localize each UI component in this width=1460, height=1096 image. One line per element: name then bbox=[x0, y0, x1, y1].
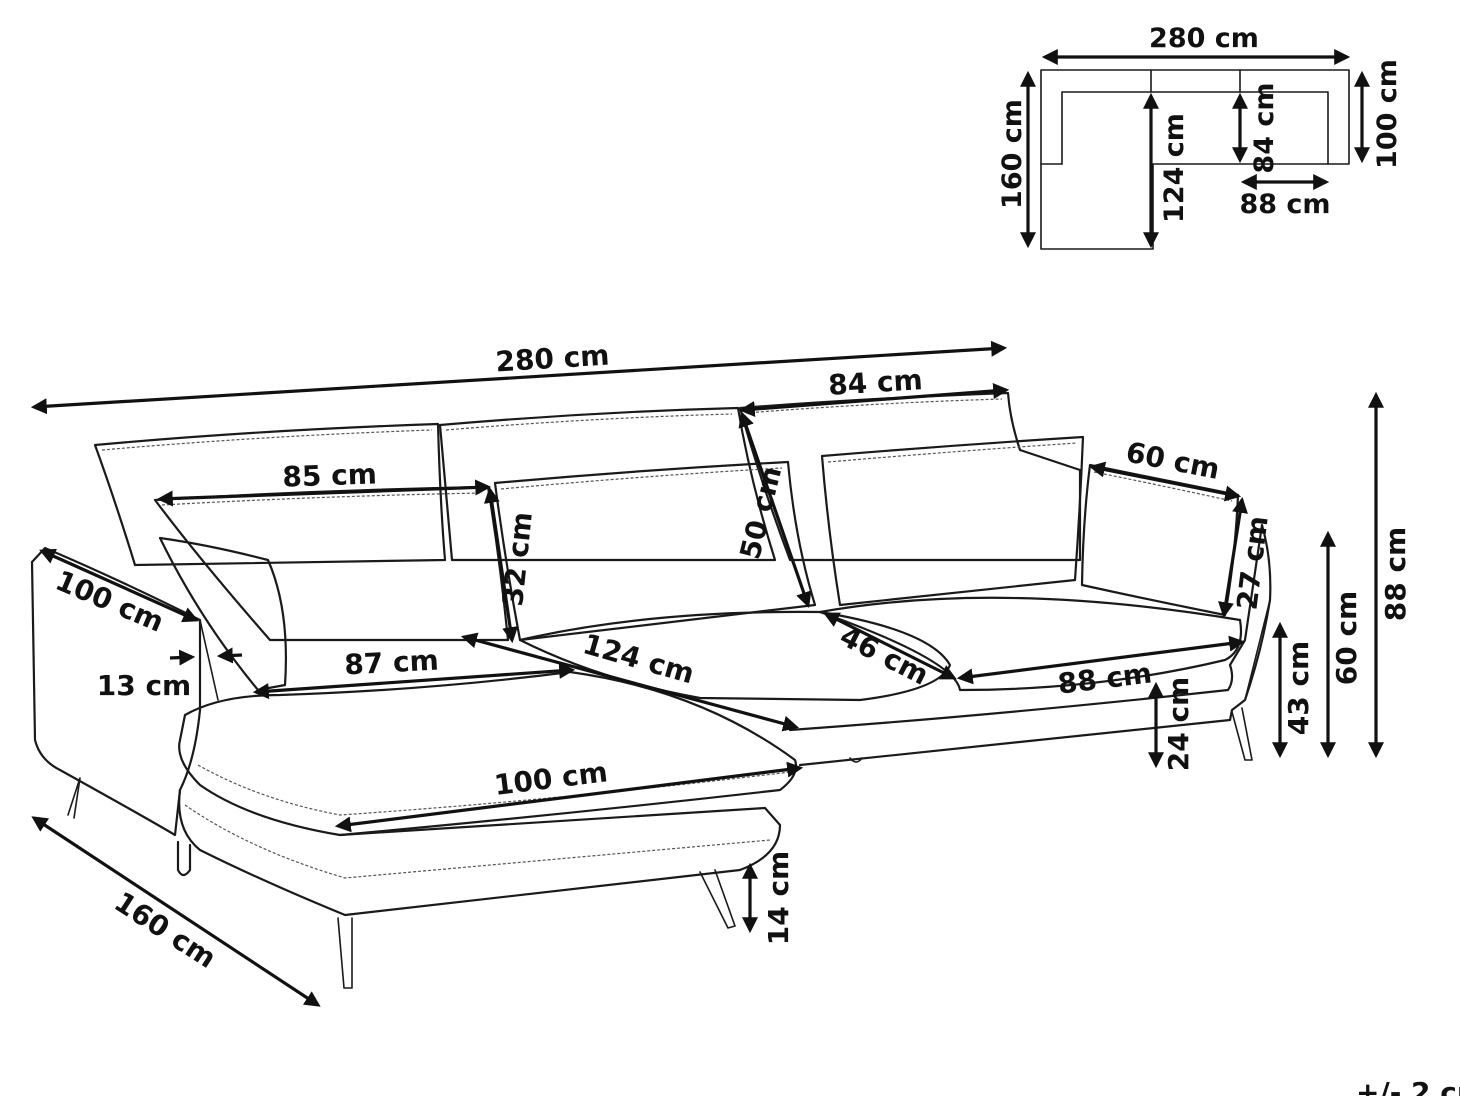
leg-height-label: 14 cm bbox=[762, 851, 795, 946]
top-seat-depth-label: 84 cm bbox=[1249, 82, 1280, 173]
chaise-inner-arrow bbox=[460, 632, 800, 732]
leg-chaise-front bbox=[337, 917, 353, 989]
back-cushion-left bbox=[93, 422, 447, 567]
small-cushion-height-arrow bbox=[1218, 496, 1248, 619]
leg-front-left bbox=[67, 777, 81, 819]
back-cushion-middle bbox=[438, 406, 777, 562]
cushion-height-arrow bbox=[483, 486, 519, 644]
sofa-base-frame bbox=[788, 523, 1272, 767]
leg-sofa-middle bbox=[849, 757, 863, 763]
chaise-length-arrow bbox=[31, 816, 321, 1007]
total-height-label: 88 cm bbox=[1379, 527, 1412, 622]
top-depth-label: 100 cm bbox=[1372, 59, 1403, 169]
arm-width-arrow-left bbox=[169, 649, 196, 666]
back-cushion-arrow bbox=[738, 382, 1010, 418]
top-width-label: 280 cm bbox=[1149, 23, 1259, 54]
back-cushion-right bbox=[738, 391, 1082, 562]
seat-height-label: 43 cm bbox=[1282, 641, 1315, 736]
front-cushion-4 bbox=[1080, 463, 1240, 617]
tolerance-label: +/- 2 cm bbox=[1356, 1076, 1460, 1096]
back-height-arrow bbox=[738, 410, 812, 609]
seat-depth-arrow bbox=[823, 612, 957, 680]
cushion-height-label: 32 cm bbox=[496, 510, 539, 607]
chaise-depth-label: 100 cm bbox=[51, 564, 169, 639]
top-inner-label: 124 cm bbox=[1159, 113, 1190, 223]
leg-chaise-left bbox=[176, 840, 192, 877]
top-seat-width-label: 88 cm bbox=[1239, 189, 1330, 220]
back-height-label: 50 cm bbox=[733, 463, 788, 563]
small-side-cushion bbox=[158, 536, 288, 692]
small-cushion-arrow bbox=[1088, 461, 1242, 502]
seat-width-arrow bbox=[956, 635, 1246, 685]
back-cushion-label: 84 cm bbox=[827, 363, 923, 402]
top-view-outline bbox=[1040, 69, 1350, 250]
chaise-depth-arrow bbox=[39, 548, 199, 623]
arm-height-label: 60 cm bbox=[1330, 591, 1363, 686]
chaise-inner-label: 124 cm bbox=[579, 627, 698, 690]
dimension-lines: 280 cm 84 cm 85 cm 32 cm 50 cm 60 cm 27 … bbox=[30, 339, 1412, 1007]
chaise-width-arrow bbox=[334, 761, 804, 833]
cushion-width-arrow bbox=[156, 479, 492, 507]
seat-depth-label: 46 cm bbox=[835, 619, 934, 691]
leg-chaise-right bbox=[699, 869, 736, 929]
top-chaise-label: 160 cm bbox=[997, 99, 1028, 209]
chaise-seat-cushion bbox=[178, 670, 798, 837]
seat-width-chaise-label: 87 cm bbox=[343, 644, 439, 682]
arm-width-arrow-right bbox=[216, 647, 243, 664]
top-view-inner-line bbox=[1061, 91, 1329, 165]
front-cushion-3 bbox=[820, 435, 1085, 607]
overall-width-label: 280 cm bbox=[495, 339, 611, 379]
base-height-label: 24 cm bbox=[1162, 677, 1195, 772]
cushion-width-label: 85 cm bbox=[282, 457, 378, 493]
arm-width-label: 13 cm bbox=[97, 669, 192, 702]
leg-sofa-right bbox=[1231, 707, 1253, 761]
small-cushion-label: 60 cm bbox=[1123, 435, 1222, 485]
overall-width-arrow bbox=[30, 340, 1008, 415]
top-view-plan: 280 cm 100 cm 160 cm 124 cm 84 cm 88 cm bbox=[997, 23, 1403, 250]
